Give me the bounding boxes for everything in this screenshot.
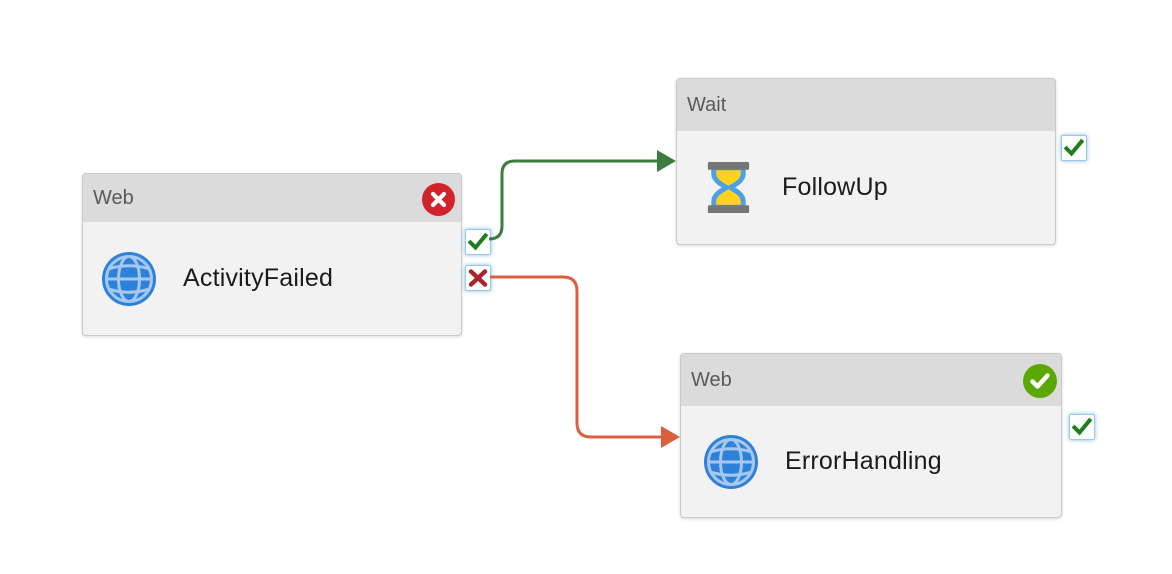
node-body: ErrorHandling [681, 406, 1061, 517]
activity-name: ActivityFailed [183, 264, 334, 292]
node-header: Web [83, 174, 461, 222]
success-output-port[interactable] [1069, 414, 1095, 440]
status-succeeded-badge [1023, 364, 1057, 398]
node-body: ActivityFailed [83, 222, 461, 335]
failure-output-port[interactable] [465, 265, 491, 291]
node-body: FollowUp [677, 131, 1055, 244]
activity-name: ErrorHandling [785, 447, 942, 475]
activity-type-label: Wait [687, 93, 727, 116]
arrowhead-icon [657, 150, 676, 172]
connector-failure-to-errorhandling[interactable] [490, 275, 680, 448]
activity-node-followup[interactable]: Wait FollowUp [676, 78, 1087, 245]
status-failed-badge [422, 183, 455, 216]
success-output-port[interactable] [1061, 135, 1087, 161]
activity-node-activityfailed[interactable]: Web [82, 173, 491, 336]
node-header: Web [681, 354, 1061, 406]
arrowhead-icon [661, 426, 680, 448]
activity-name: FollowUp [782, 173, 888, 201]
connector-success-to-followup[interactable] [488, 150, 676, 241]
web-globe-icon [702, 433, 760, 491]
node-header: Wait [677, 79, 1055, 131]
hourglass-icon [700, 159, 757, 216]
activity-type-label: Web [691, 368, 732, 391]
web-globe-icon [100, 250, 158, 308]
activity-node-errorhandling[interactable]: Web [680, 353, 1095, 518]
success-output-port[interactable] [465, 229, 491, 255]
activity-type-label: Web [93, 186, 134, 209]
